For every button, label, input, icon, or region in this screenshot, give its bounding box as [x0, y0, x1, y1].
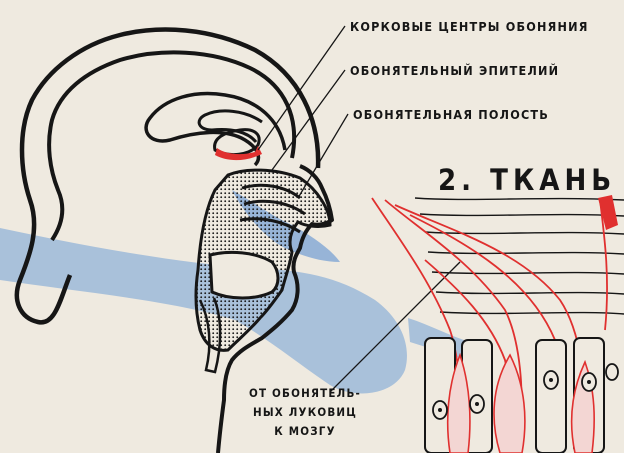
tissue-layers: [415, 198, 624, 314]
label-olfactory-cavity: ОБОНЯТЕЛЬНАЯ ПОЛОСТЬ: [353, 107, 549, 122]
mouth-cavity: [210, 252, 278, 298]
leader-epithelium: [272, 70, 345, 170]
brain-inner-loop: [199, 111, 262, 142]
label-from-olfactory-bulbs: ОТ ОБОНЯТЕЛЬ- НЫХ ЛУКОВИЦ К МОЗГУ: [249, 384, 361, 441]
label-bulbs-line-3: К МОЗГУ: [249, 422, 361, 441]
label-olfactory-epithelium: ОБОНЯТЕЛЬНЫЙ ЭПИТЕЛИЙ: [350, 63, 559, 78]
label-bulbs-line-1: ОТ ОБОНЯТЕЛЬ-: [249, 384, 361, 403]
label-bulbs-line-2: НЫХ ЛУКОВИЦ: [249, 403, 361, 422]
section-heading-tissue: 2. ТКАНЬ: [438, 163, 616, 197]
label-cortical-centers: КОРКОВЫЕ ЦЕНТРЫ ОБОНЯНИЯ: [350, 19, 589, 34]
